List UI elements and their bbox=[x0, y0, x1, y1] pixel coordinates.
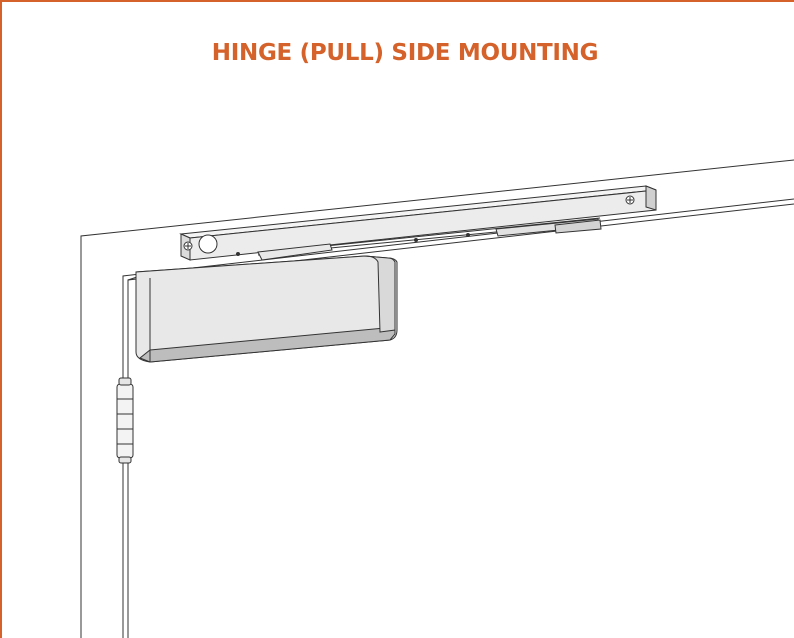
closer-arm-track bbox=[179, 185, 657, 261]
door-closer-body bbox=[135, 255, 398, 363]
hinge bbox=[116, 377, 134, 464]
closer-arm bbox=[257, 243, 333, 261]
diagram-title: HINGE (PULL) SIDE MOUNTING bbox=[211, 40, 599, 66]
